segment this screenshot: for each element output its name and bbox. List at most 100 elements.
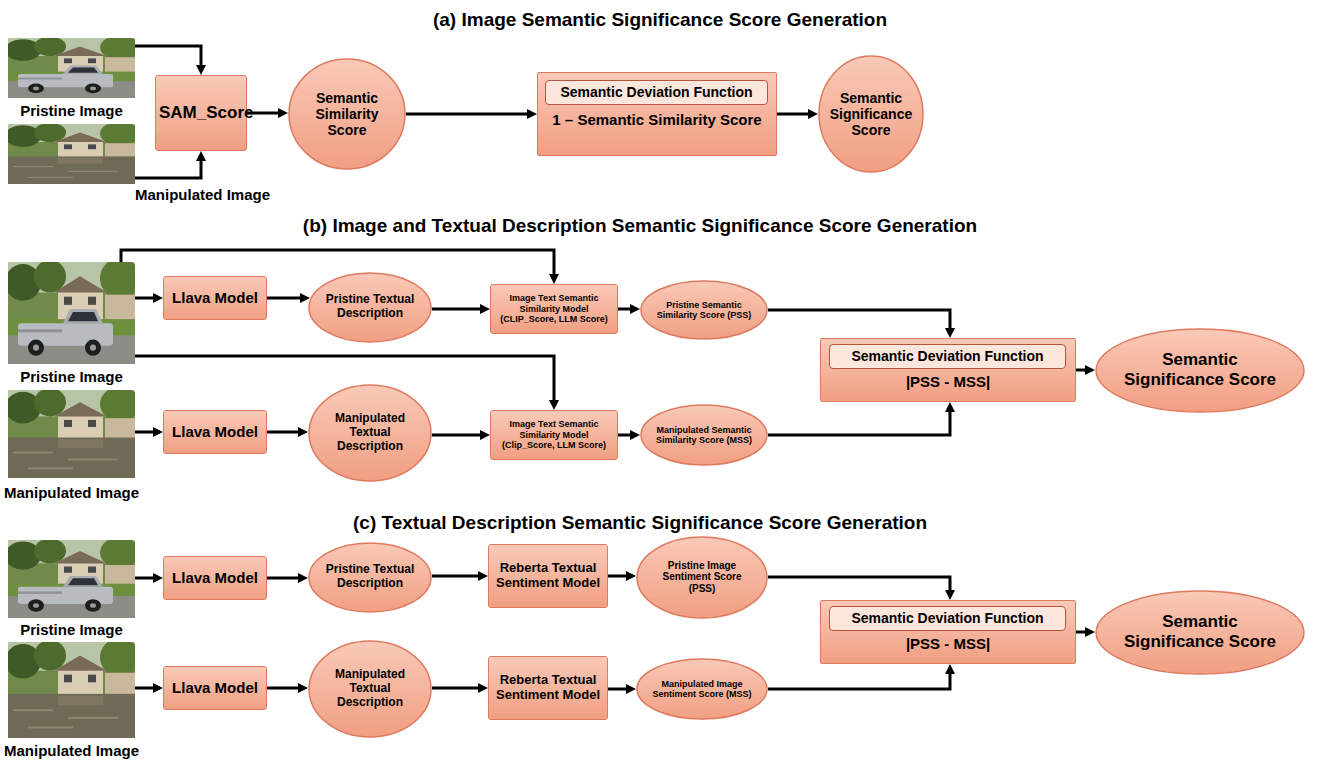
manipulated-photo	[8, 124, 135, 184]
node-text: |PSS - MSS|	[906, 635, 990, 652]
node-text: Pristine Image Sentiment Score (PSS)	[651, 560, 754, 595]
score-ellipse: Semantic Significance Score	[1095, 328, 1305, 413]
score-ellipse: Manipulated Textual Description	[308, 640, 432, 738]
image-node: Pristine Image	[8, 38, 135, 98]
node-text: Reberta Textual Sentiment Model	[492, 673, 604, 703]
flow-arrow	[608, 688, 627, 691]
section-title: (c) Textual Description Semantic Signifi…	[353, 512, 927, 534]
flow-arrow	[768, 411, 950, 435]
node-text: 1 – Semantic Similarity Score	[552, 111, 761, 128]
flow-arrow	[135, 297, 154, 300]
process-box: Llava Model	[163, 276, 267, 320]
function-header: Semantic Deviation Function	[829, 344, 1066, 369]
node-text: Reberta Textual Sentiment Model	[492, 561, 604, 591]
image-caption: Manipulated Image	[4, 742, 139, 759]
flow-arrow	[432, 575, 479, 578]
score-ellipse: Semantic Significance Score	[1095, 590, 1305, 675]
image-node: Pristine Image	[8, 540, 135, 618]
flow-arrow	[768, 673, 950, 689]
node-text: Image Text Semantic Similarity Model (Cl…	[494, 419, 614, 450]
flow-arrow	[768, 310, 950, 329]
node-text: Llava Model	[172, 569, 258, 586]
process-box: Llava Model	[163, 666, 267, 710]
node-text: Semantic Deviation Function	[560, 84, 752, 100]
node-text: Manipulated Semantic Similarity Score (M…	[654, 425, 754, 446]
score-ellipse: Pristine Textual Description	[308, 542, 432, 613]
image-caption: Pristine Image	[20, 102, 123, 119]
node-text: Llava Model	[172, 679, 258, 696]
score-ellipse: Semantic Significance Score	[818, 55, 924, 173]
pristine-photo	[8, 38, 135, 98]
image-caption: Manipulated Image	[135, 186, 270, 203]
image-node: Manipulated Image	[8, 390, 135, 478]
function-header: Semantic Deviation Function	[829, 606, 1066, 631]
flow-arrow	[618, 434, 631, 437]
image-node: Manipulated Image	[8, 124, 135, 184]
process-box: Image Text Semantic Similarity Model (CL…	[490, 284, 618, 334]
score-ellipse: Manipulated Image Sentiment Score (MSS)	[636, 658, 768, 720]
function-box: |PSS - MSS| Semantic Deviation Function	[820, 338, 1076, 402]
flow-arrow	[135, 577, 154, 580]
node-text: Manipulated Image Sentiment Score (MSS)	[651, 679, 754, 700]
flow-arrow	[618, 308, 631, 311]
node-text: Pristine Semantic Similarity Score (PSS)	[654, 300, 754, 321]
image-node: Manipulated Image	[8, 642, 135, 738]
pristine-photo	[8, 540, 135, 618]
image-caption: Pristine Image	[20, 368, 123, 385]
node-text: Semantic Similarity Score	[301, 90, 393, 138]
function-header: Semantic Deviation Function	[545, 80, 768, 105]
node-text: Semantic Deviation Function	[851, 610, 1043, 626]
node-text: SAM_Score	[159, 103, 243, 123]
score-ellipse: Semantic Similarity Score	[288, 58, 406, 170]
section-title: (a) Image Semantic Significance Score Ge…	[433, 9, 887, 31]
node-text: Manipulated Textual Description	[322, 668, 419, 709]
flow-arrow	[135, 431, 154, 434]
process-box: SAM_Score	[155, 75, 247, 151]
score-ellipse: Manipulated Textual Description	[308, 384, 432, 482]
manipulated-photo	[8, 642, 135, 738]
image-caption: Manipulated Image	[4, 484, 139, 501]
image-caption: Pristine Image	[20, 621, 123, 638]
flow-arrow	[267, 577, 299, 580]
score-ellipse: Pristine Semantic Similarity Score (PSS)	[640, 280, 768, 340]
flow-arrow	[406, 113, 528, 116]
node-text: Image Text Semantic Similarity Model (CL…	[494, 293, 614, 324]
function-box: 1 – Semantic Similarity Score Semantic De…	[537, 72, 777, 156]
node-text: Manipulated Textual Description	[322, 412, 419, 453]
node-text: Pristine Textual Description	[322, 563, 419, 591]
process-box: Llava Model	[163, 410, 267, 454]
node-text: Semantic Significance Score	[1118, 612, 1282, 651]
node-text: Semantic Significance Score	[1118, 350, 1282, 389]
flow-arrow	[777, 113, 809, 116]
manipulated-photo	[8, 390, 135, 478]
flow-arrow	[432, 434, 481, 437]
flow-arrow	[267, 431, 299, 434]
pristine-photo	[8, 262, 135, 364]
score-ellipse: Manipulated Semantic Similarity Score (M…	[640, 404, 768, 466]
flow-arrow	[1076, 369, 1086, 372]
flow-arrow	[135, 46, 201, 66]
process-box: Image Text Semantic Similarity Model (Cl…	[490, 410, 618, 460]
node-text: Pristine Textual Description	[322, 293, 419, 321]
process-box: Llava Model	[163, 556, 267, 600]
flow-arrow	[768, 577, 950, 591]
image-node: Pristine Image	[8, 262, 135, 364]
process-box: Reberta Textual Sentiment Model	[488, 656, 608, 720]
flow-arrow	[432, 687, 479, 690]
flow-arrow	[247, 112, 279, 115]
flow-arrow	[1076, 631, 1086, 634]
flow-arrow	[121, 250, 554, 275]
node-text: |PSS - MSS|	[906, 373, 990, 390]
section-title: (b) Image and Textual Description Semant…	[303, 215, 977, 237]
function-box: |PSS - MSS| Semantic Deviation Function	[820, 600, 1076, 664]
flow-arrow	[432, 308, 481, 311]
node-text: Llava Model	[172, 423, 258, 440]
flow-arrow	[135, 160, 201, 178]
node-text: Semantic Significance Score	[830, 90, 913, 138]
node-text: Llava Model	[172, 289, 258, 306]
flow-arrow	[267, 297, 301, 300]
score-ellipse: Pristine Textual Description	[308, 272, 432, 343]
flow-arrow	[608, 575, 627, 578]
process-box: Reberta Textual Sentiment Model	[488, 544, 608, 608]
score-ellipse: Pristine Image Sentiment Score (PSS)	[636, 536, 768, 619]
